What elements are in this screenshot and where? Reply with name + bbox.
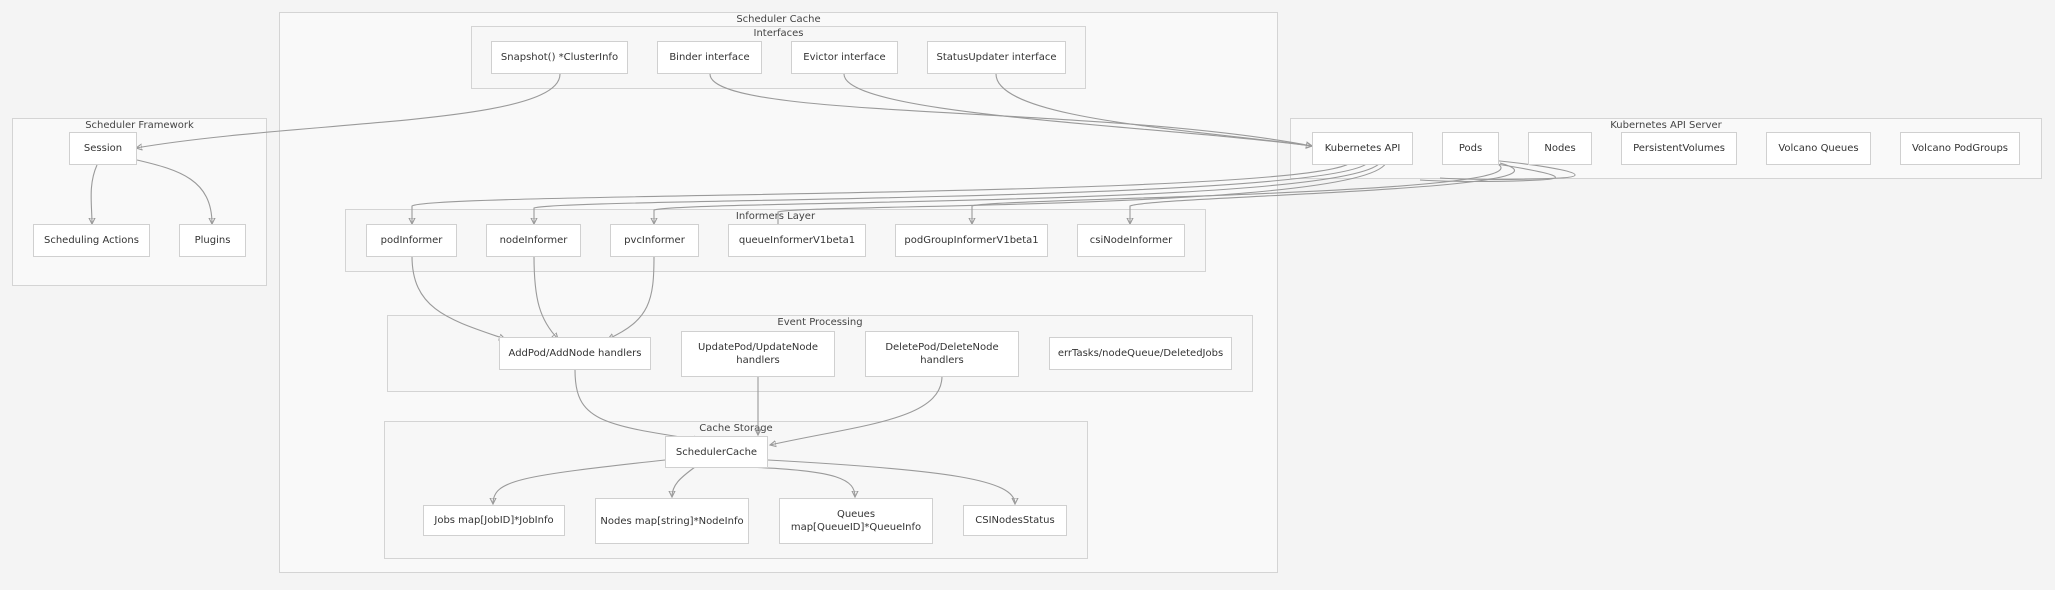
node-pod-informer[interactable]: podInformer xyxy=(366,224,457,257)
node-scheduling-actions[interactable]: Scheduling Actions xyxy=(33,224,150,257)
node-csi-nodes-status[interactable]: CSINodesStatus xyxy=(963,505,1067,536)
node-queues-map[interactable]: Queues map[QueueID]*QueueInfo xyxy=(779,498,933,544)
node-delete-handlers[interactable]: DeletePod/DeleteNode handlers xyxy=(865,331,1019,377)
node-jobs-map[interactable]: Jobs map[JobID]*JobInfo xyxy=(423,505,565,536)
node-err-tasks[interactable]: errTasks/nodeQueue/DeletedJobs xyxy=(1049,337,1232,370)
node-session[interactable]: Session xyxy=(69,132,137,165)
group-title-event-processing: Event Processing xyxy=(777,317,863,328)
node-plugins[interactable]: Plugins xyxy=(179,224,246,257)
node-evictor-interface[interactable]: Evictor interface xyxy=(791,41,898,74)
node-update-handlers[interactable]: UpdatePod/UpdateNode handlers xyxy=(681,331,835,377)
group-scheduler-framework: Scheduler Framework xyxy=(12,118,267,286)
node-queue-informer[interactable]: queueInformerV1beta1 xyxy=(728,224,866,257)
group-title-scheduler-framework: Scheduler Framework xyxy=(85,120,194,131)
group-title-interfaces: Interfaces xyxy=(753,28,804,39)
node-persistent-volumes[interactable]: PersistentVolumes xyxy=(1621,132,1737,165)
node-snapshot[interactable]: Snapshot() *ClusterInfo xyxy=(491,41,628,74)
node-podgroup-informer[interactable]: podGroupInformerV1beta1 xyxy=(895,224,1048,257)
node-scheduler-cache[interactable]: SchedulerCache xyxy=(665,436,768,468)
group-title-kubernetes-api-server: Kubernetes API Server xyxy=(1610,120,1722,131)
node-volcano-podgroups[interactable]: Volcano PodGroups xyxy=(1900,132,2020,165)
node-csinode-informer[interactable]: csiNodeInformer xyxy=(1077,224,1185,257)
node-status-updater-interface[interactable]: StatusUpdater interface xyxy=(927,41,1066,74)
node-kubernetes-api[interactable]: Kubernetes API xyxy=(1312,132,1413,165)
group-title-cache-storage: Cache Storage xyxy=(699,423,773,434)
node-nodes[interactable]: Nodes xyxy=(1528,132,1592,165)
node-binder-interface[interactable]: Binder interface xyxy=(657,41,762,74)
node-nodes-map[interactable]: Nodes map[string]*NodeInfo xyxy=(595,498,749,544)
node-volcano-queues[interactable]: Volcano Queues xyxy=(1766,132,1871,165)
group-title-informers-layer: Informers Layer xyxy=(735,211,816,222)
node-add-handlers[interactable]: AddPod/AddNode handlers xyxy=(499,337,651,370)
group-title-scheduler-cache: Scheduler Cache xyxy=(736,14,821,25)
node-pvc-informer[interactable]: pvcInformer xyxy=(610,224,699,257)
node-pods[interactable]: Pods xyxy=(1442,132,1499,165)
node-node-informer[interactable]: nodeInformer xyxy=(486,224,581,257)
